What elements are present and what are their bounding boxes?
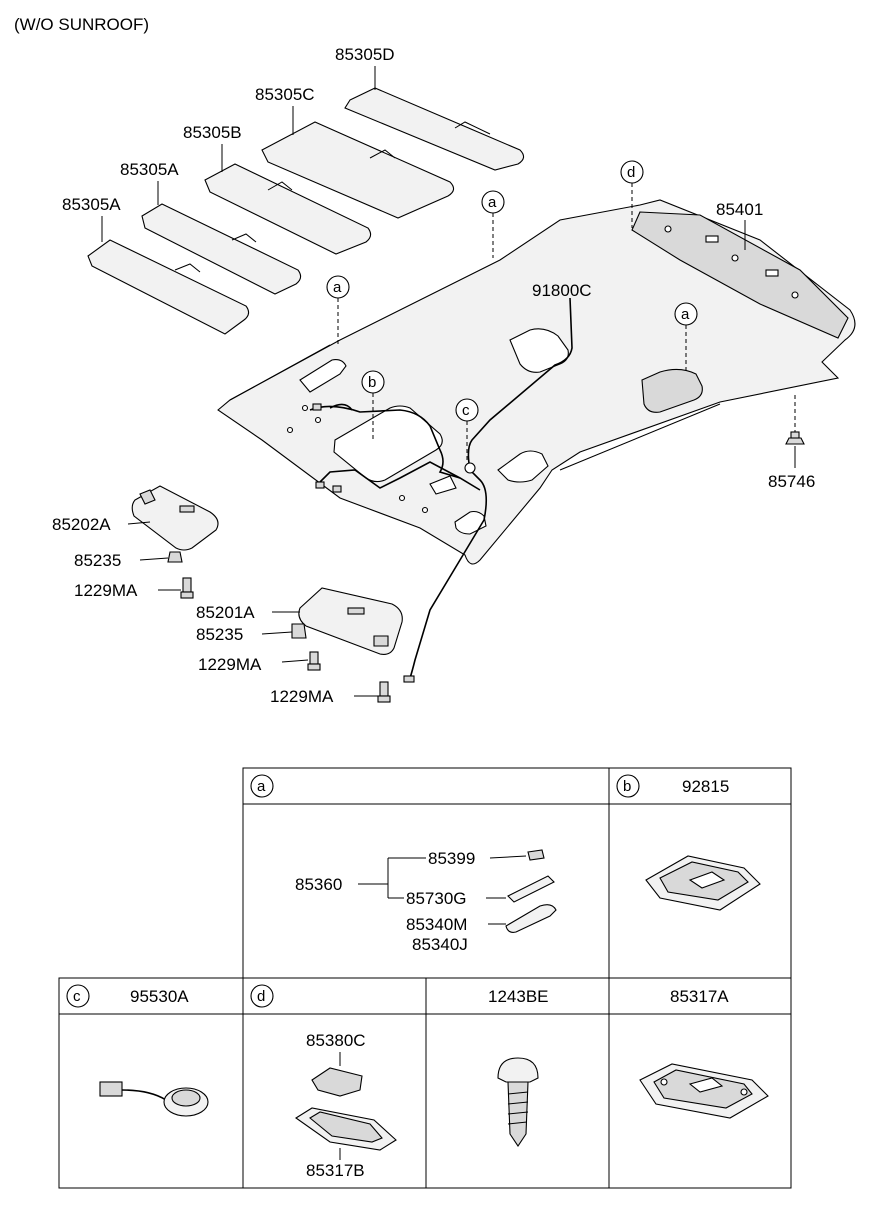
label-85305d: 85305D xyxy=(335,45,395,64)
pad-85305d[interactable] xyxy=(344,87,525,171)
table-cell-a: a 85360 85399 85730G 85340M 85340J xyxy=(250,774,557,954)
wiring-91800c[interactable] xyxy=(309,297,573,683)
svg-text:b: b xyxy=(368,374,376,391)
label-85360: 85360 xyxy=(295,875,342,894)
room-lamp-icon xyxy=(639,1063,769,1119)
sensor-icon xyxy=(99,1081,209,1117)
retainer-85235-lh[interactable] xyxy=(291,623,307,639)
label-92815: 92815 xyxy=(682,777,729,796)
parts-table xyxy=(58,767,792,1189)
screw-1229ma-lh-2[interactable] xyxy=(377,681,391,703)
screw-icon xyxy=(497,1057,539,1147)
svg-text:a: a xyxy=(681,306,690,323)
screw-1229ma-rh[interactable] xyxy=(180,577,194,599)
label-1229ma-lh-2: 1229MA xyxy=(270,687,334,706)
label-85746: 85746 xyxy=(768,472,815,491)
svg-text:c: c xyxy=(462,402,470,419)
label-91800c: 91800C xyxy=(532,281,592,300)
label-85201a: 85201A xyxy=(196,603,255,622)
label-85235-rh: 85235 xyxy=(74,551,121,570)
clip-85746[interactable] xyxy=(785,395,805,445)
label-85317b: 85317B xyxy=(306,1161,365,1180)
map-lamp-icon xyxy=(645,855,761,911)
svg-text:a: a xyxy=(333,279,342,296)
label-85340j: 85340J xyxy=(412,935,468,954)
svg-text:d: d xyxy=(627,164,635,181)
label-85401: 85401 xyxy=(716,200,763,219)
headlining-85401[interactable] xyxy=(217,199,856,565)
callout-c[interactable]: c xyxy=(455,398,479,460)
table-cell-e: 1243BE xyxy=(488,987,549,1147)
label-85730g: 85730G xyxy=(406,889,467,908)
svg-text:c: c xyxy=(73,988,81,1005)
label-85380c: 85380C xyxy=(306,1031,366,1050)
diagram-title: (W/O SUNROOF) xyxy=(14,15,149,34)
retainer-85235-rh[interactable] xyxy=(167,551,183,563)
table-cell-d: d 85380C 85317B xyxy=(250,984,397,1180)
pad-85305a-upper[interactable] xyxy=(141,203,302,295)
sun-visor-85201a[interactable] xyxy=(298,587,403,655)
label-1229ma-rh: 1229MA xyxy=(74,581,138,600)
label-85305c: 85305C xyxy=(255,85,315,104)
svg-text:d: d xyxy=(257,988,265,1005)
table-cell-b: b 92815 xyxy=(616,774,761,911)
label-1243be: 1243BE xyxy=(488,987,549,1006)
screw-1229ma-lh-1[interactable] xyxy=(307,651,321,671)
label-85305b: 85305B xyxy=(183,123,242,142)
callout-d[interactable]: d xyxy=(620,160,644,228)
label-85202a: 85202A xyxy=(52,515,111,534)
label-85340m: 85340M xyxy=(406,915,467,934)
callout-a-1[interactable]: a xyxy=(481,190,505,258)
svg-text:a: a xyxy=(488,194,497,211)
pad-85305a-lower[interactable] xyxy=(87,239,250,335)
table-cell-c: c 95530A xyxy=(66,984,209,1117)
label-85317a: 85317A xyxy=(670,987,729,1006)
label-85305a-lower: 85305A xyxy=(62,195,121,214)
callout-a-3[interactable]: a xyxy=(674,302,698,372)
table-cell-f: 85317A xyxy=(639,987,769,1119)
svg-text:b: b xyxy=(623,778,631,795)
callout-b[interactable]: b xyxy=(361,370,385,440)
label-85399: 85399 xyxy=(428,849,475,868)
label-1229ma-lh-1: 1229MA xyxy=(198,655,262,674)
label-85305a-upper: 85305A xyxy=(120,160,179,179)
pad-85305b[interactable] xyxy=(204,163,372,255)
label-85235-lh: 85235 xyxy=(196,625,243,644)
callout-a-2[interactable]: a xyxy=(326,275,350,344)
pad-85305c[interactable] xyxy=(261,121,455,219)
label-95530a: 95530A xyxy=(130,987,189,1006)
svg-text:a: a xyxy=(257,778,266,795)
sun-visor-85202a[interactable] xyxy=(131,485,219,551)
